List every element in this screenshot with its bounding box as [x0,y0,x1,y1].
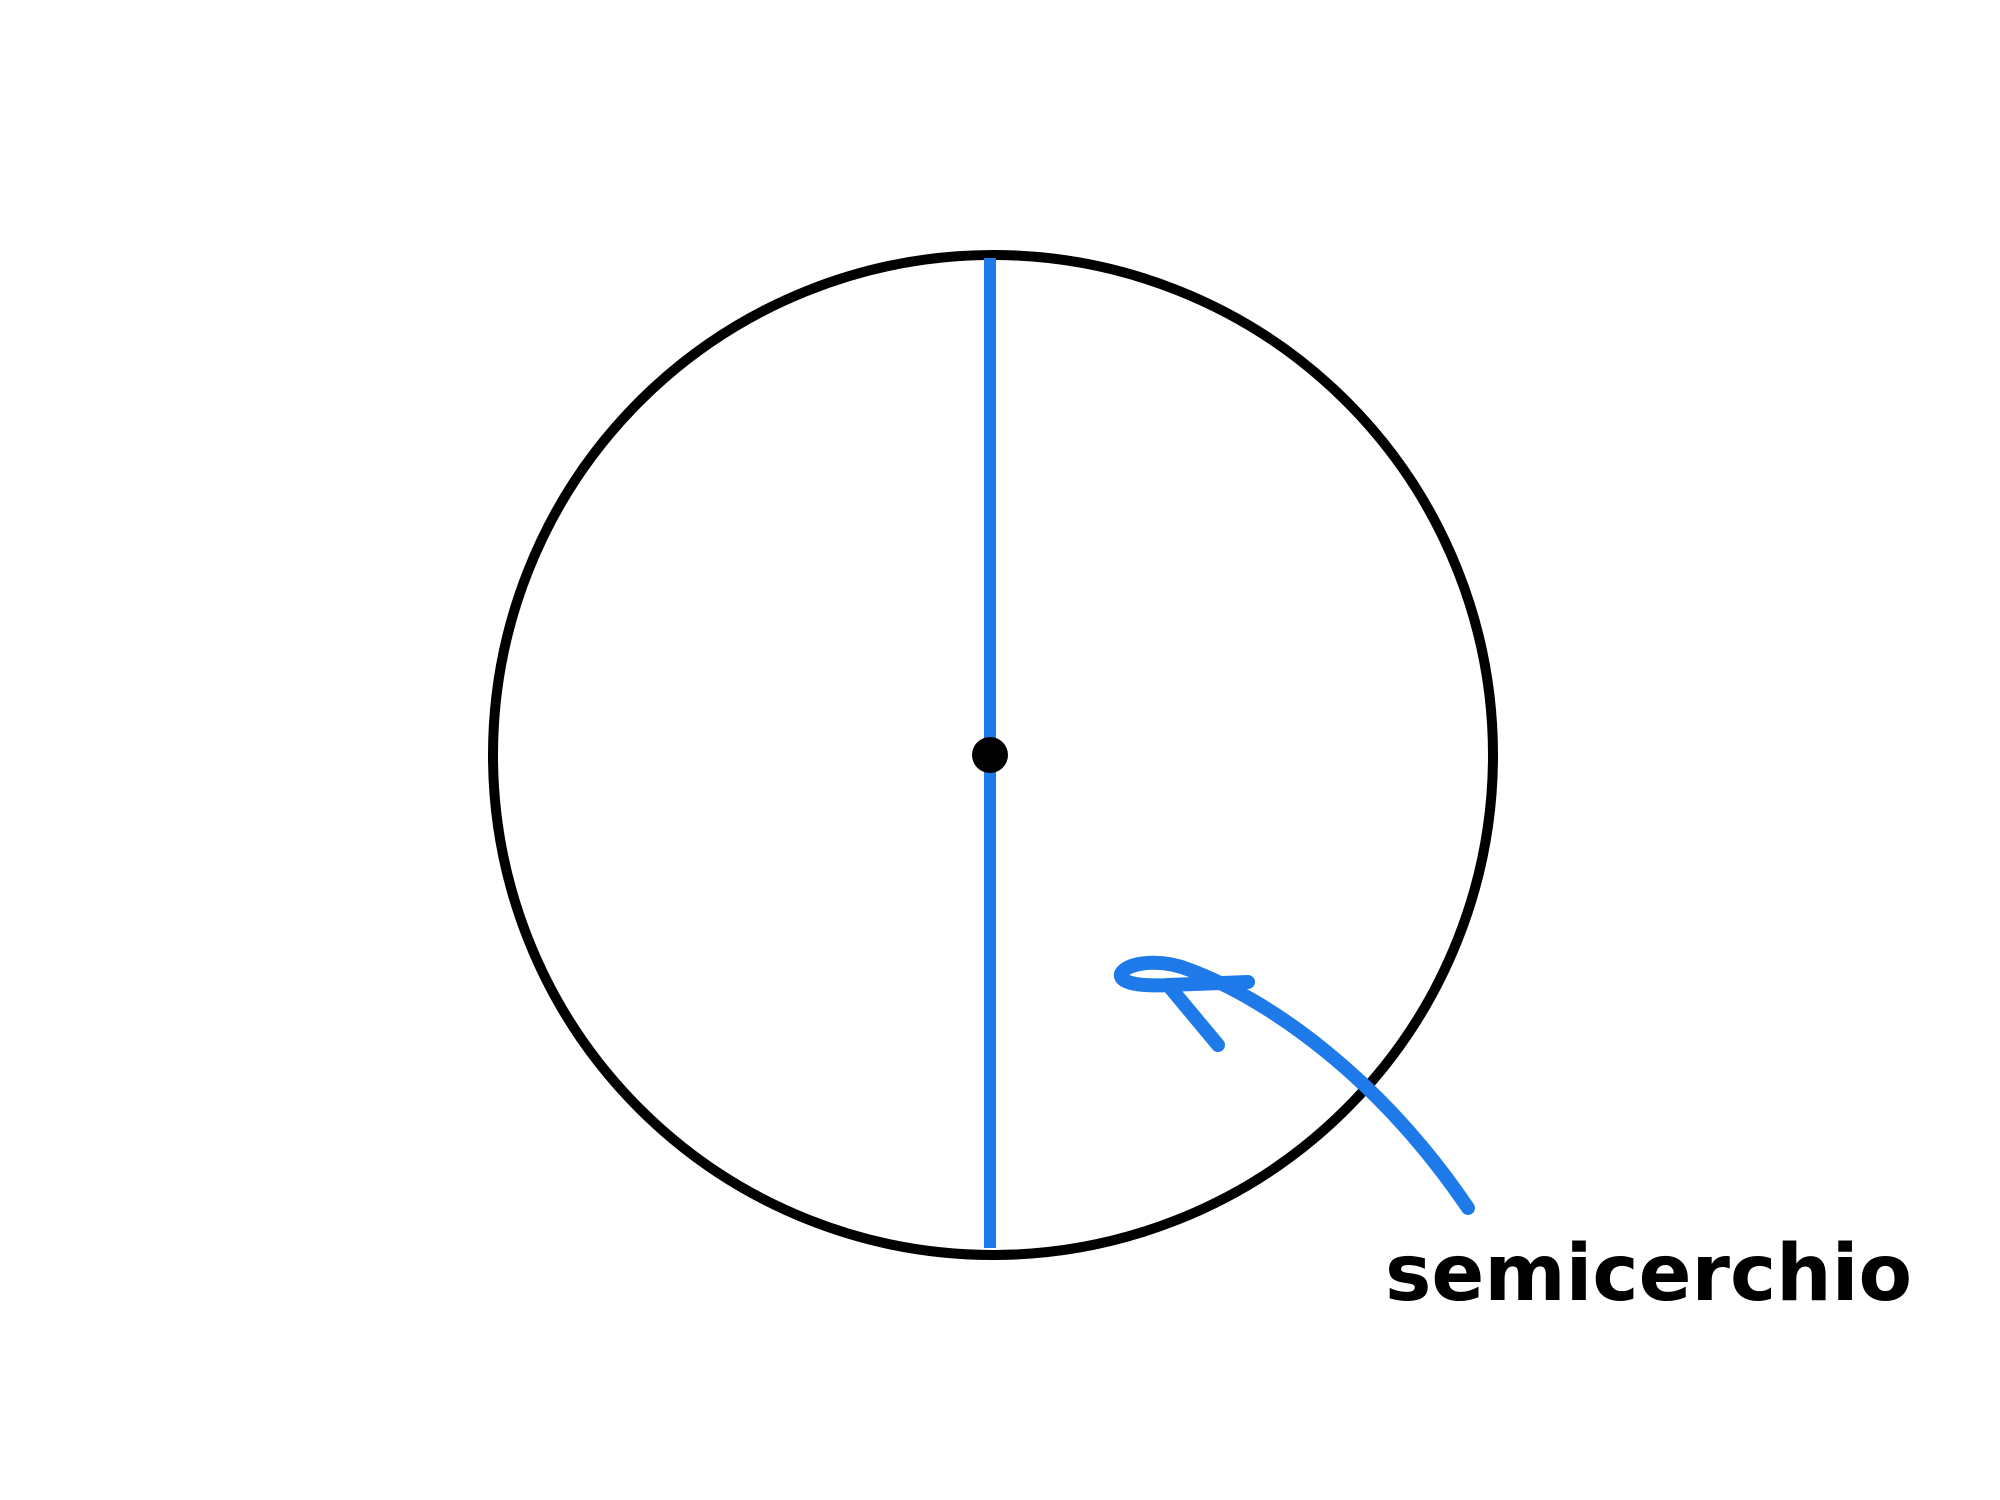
center-point [972,737,1008,773]
pointer-arrow [1113,955,1475,1215]
circle-outline [488,250,1498,1260]
arrow-head [1161,975,1255,1052]
semicircle-label: semicerchio [1385,1229,1912,1319]
